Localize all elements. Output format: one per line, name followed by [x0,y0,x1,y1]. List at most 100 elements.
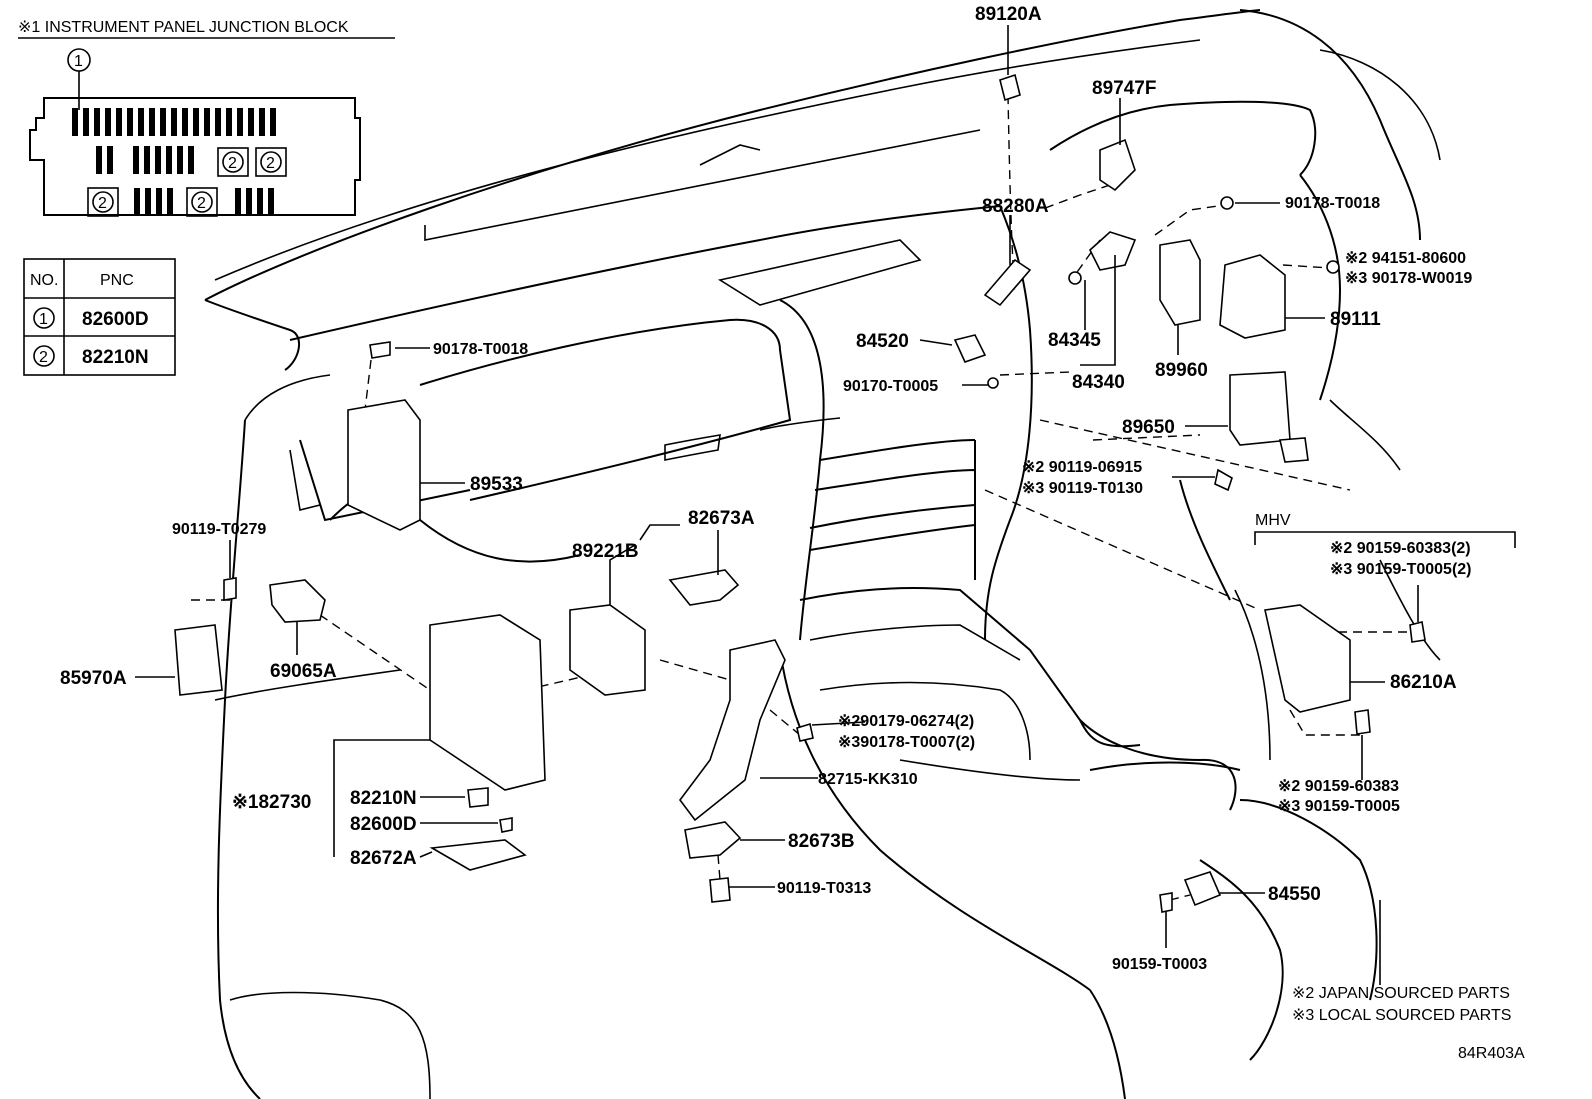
label-90170-t0005: 90170-T0005 [843,378,938,395]
label-89960: 89960 [1155,360,1208,381]
bracket-82673b [684,821,742,859]
svg-text:2: 2 [266,155,275,172]
label-82600d: 82600D [350,814,417,835]
label-90179-06274: ※290179-06274(2) [838,713,974,730]
ecu-89650 [1229,371,1291,446]
label-90178-w0019: ※3 90178-W0019 [1345,270,1472,287]
label-84345: 84345 [1048,330,1101,351]
label-84550: 84550 [1268,884,1321,905]
bolt-90159-t0003 [1159,892,1173,913]
label-82715-kk310: 82715-KK310 [818,771,918,788]
label-89747f: 89747F [1092,78,1156,99]
label-90178-t0018-top: 90178-T0018 [1285,195,1380,212]
clip-90170 [987,377,999,389]
label-89221b: 89221B [572,541,639,562]
relay-82210n [467,787,489,808]
pnc-header-pnc: PNC [100,272,134,289]
label-90178-t0007: ※390178-T0007(2) [838,734,975,751]
unit-89960 [1159,239,1201,326]
pnc-row-1-pnc: 82600D [82,309,149,330]
label-82672a: 82672A [350,848,417,869]
switch-84345 [1089,231,1137,271]
label-84340: 84340 [1072,372,1125,393]
label-69065a: 69065A [270,661,337,682]
label-88280a: 88280A [982,196,1049,217]
label-90119-t0279: 90119-T0279 [172,521,266,538]
cover-82672a [429,839,527,871]
ecu-86210a [1264,604,1351,713]
label-90178-t0018-left: 90178-T0018 [433,341,528,358]
bracket-82715 [679,639,786,822]
nut-90178-t0018-left [369,341,391,359]
fuse-row-2: 2 2 [96,146,287,177]
part-labels: 89120A 89747F 88280A 90178-T0018 ※2 9415… [60,4,1472,973]
leader-lines [135,25,1516,985]
junction-block-outline [29,97,361,216]
nut-94151 [1326,260,1340,274]
fuse-row-1 [72,108,276,136]
label-mhv: MHV [1255,512,1291,529]
label-90119-t0130: ※3 90119-T0130 [1022,480,1143,497]
note-japan-sourced: ※2 JAPAN SOURCED PARTS [1292,985,1510,1002]
dashed-leaders [190,94,1410,901]
label-90159-60383: ※2 90159-60383 [1278,778,1399,795]
fuse-row-3: 2 2 [87,187,274,217]
pnc-header-no: NO. [30,272,58,289]
label-90159-t0003: 90159-T0003 [1112,956,1207,973]
footnotes: ※2 JAPAN SOURCED PARTS ※3 LOCAL SOURCED … [1292,985,1525,1062]
fuse-82600d [499,817,513,833]
figure-code: 84R403A [1458,1045,1525,1062]
label-82730: ※182730 [232,792,311,813]
label-89650: 89650 [1122,417,1175,438]
svg-text:2: 2 [98,195,107,212]
dashboard-outline [204,9,1441,1099]
bolt-90119-t0279 [223,577,237,601]
label-89111: 89111 [1330,309,1381,330]
clip-84345 [1068,271,1082,285]
module-89221b [569,604,646,696]
pnc-row-1-no: 1 [39,311,48,328]
relay-88280a [983,258,1032,307]
switch-84520 [953,334,987,363]
callout-1-label: 1 [74,53,83,70]
nut-90178-t0018-top [1220,196,1234,210]
sensor-84550 [1183,871,1222,907]
label-89120a: 89120A [975,4,1042,25]
label-89533: 89533 [470,474,523,495]
label-90119-t0313: 90119-T0313 [777,880,871,897]
module-85970a [174,624,223,696]
label-82673b: 82673B [788,831,855,852]
junction-block-title: ※1 INSTRUMENT PANEL JUNCTION BLOCK [18,19,349,36]
svg-text:2: 2 [197,195,206,212]
label-94151-80600: ※2 94151-80600 [1345,250,1466,267]
note-local-sourced: ※3 LOCAL SOURCED PARTS [1292,1007,1511,1024]
bolt-90119-06915 [1214,468,1233,492]
pnc-row-2-no: 2 [39,349,48,366]
receiver-89111 [1219,254,1286,339]
bolt-90159-60383-2 [1409,621,1426,643]
label-85970a: 85970A [60,668,127,689]
pnc-row-2-pnc: 82210N [82,347,149,368]
svg-text:2: 2 [228,155,237,172]
clip-89120a [999,73,1021,102]
label-82210n: 82210N [350,788,417,809]
part-shapes [174,73,1426,913]
label-90159-t0005-2: ※3 90159-T0005(2) [1330,561,1472,578]
label-84520: 84520 [856,331,909,352]
junction-block-inset: ※1 INSTRUMENT PANEL JUNCTION BLOCK 1 2 [18,19,395,217]
label-90159-t0005: ※3 90159-T0005 [1278,798,1400,815]
label-90159-60383-2: ※2 90159-60383(2) [1330,540,1471,557]
label-90119-06915: ※2 90119-06915 [1022,459,1142,476]
junction-block-82730 [429,614,546,791]
bolt-90159-60383 [1354,709,1371,735]
ecu-89533 [347,399,421,531]
sensor-89747f [1099,138,1136,192]
switch-69065a [269,579,326,623]
label-86210a: 86210A [1390,672,1457,693]
nut-90179 [796,722,814,742]
pnc-table: NO. PNC 1 82600D 2 82210N [23,258,176,376]
bolt-90119-t0313 [709,877,731,903]
bracket-82673a [668,569,740,606]
label-82673a: 82673A [688,508,755,529]
